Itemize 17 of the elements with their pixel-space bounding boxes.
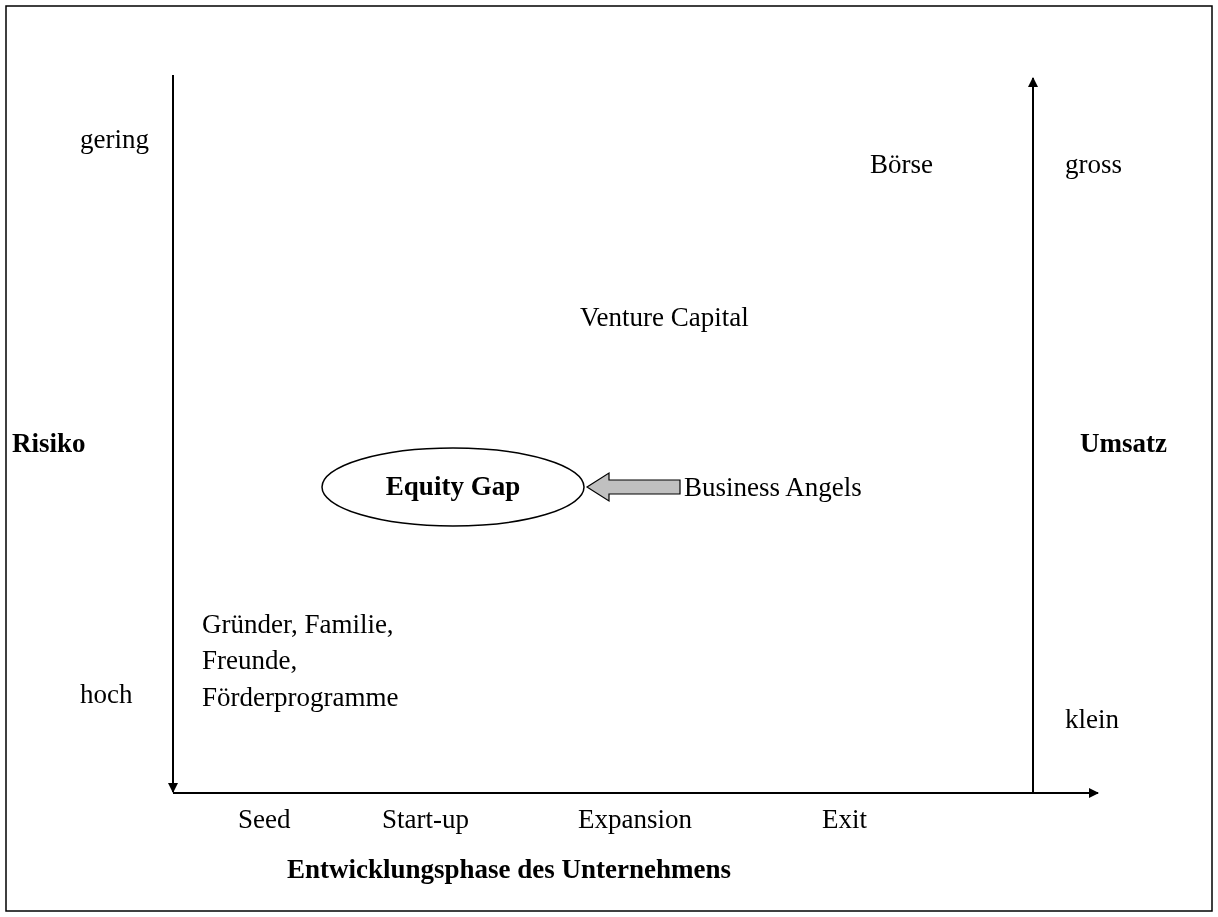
axis-title: Umsatz [1080, 427, 1167, 460]
phase-label: Start-up [382, 803, 469, 836]
source-label: Gründer, Familie, Freunde, Förderprogramme [202, 608, 400, 714]
scale-end-label: gross [1065, 148, 1122, 181]
axis-title: Risiko [12, 427, 86, 460]
source-label: Venture Capital [580, 301, 749, 334]
scale-end-label: hoch [80, 678, 133, 711]
scale-end-label: gering [80, 123, 149, 156]
scale-end-label: klein [1065, 703, 1119, 736]
source-label: Business Angels [684, 470, 862, 506]
phase-label: Exit [822, 803, 867, 836]
axis-title: Entwicklungsphase des Unternehmens [287, 853, 732, 886]
gap-label: Equity Gap [384, 470, 522, 503]
phase-label: Expansion [578, 803, 692, 836]
phase-label: Seed [238, 803, 291, 836]
block-arrow [585, 471, 681, 503]
source-label: Börse [870, 148, 933, 181]
